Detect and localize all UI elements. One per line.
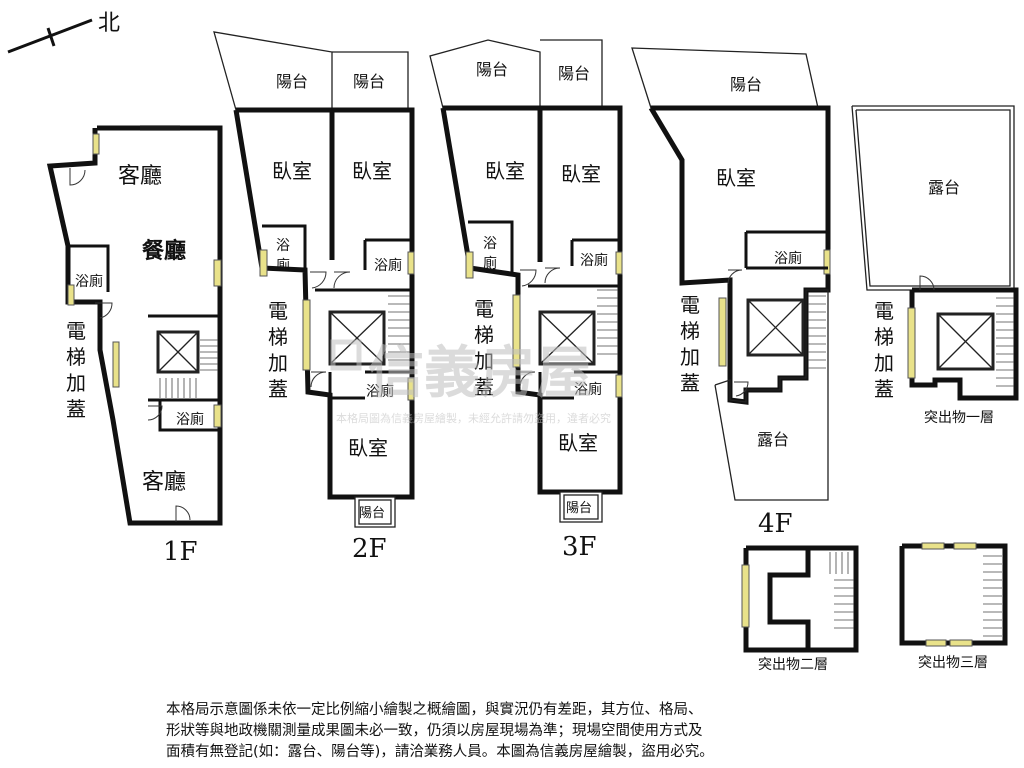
1f-dining-room: 餐廳 (142, 238, 186, 264)
1f-elevator-label: 電 梯 加 蓋 (66, 319, 86, 421)
svg-text:梯: 梯 (680, 319, 700, 343)
svg-text:梯: 梯 (66, 345, 86, 369)
3f-bathroom-right: 浴廁 (580, 252, 608, 269)
rooftop-level-2: 突出物二層 (741, 545, 859, 673)
compass: 北 (7, 11, 120, 54)
r1-terrace: 露台 (928, 178, 960, 197)
svg-text:電: 電 (680, 293, 700, 317)
disclaimer-notes: 本格局示意圖係未依一定比例縮小繪製之概繪圖，與實況仍有差距，其方位、格局、 形狀… (166, 700, 866, 763)
2f-balcony-front: 陽台 (359, 506, 385, 521)
1f-bathroom-2: 浴廁 (176, 411, 204, 428)
svg-text:蓋: 蓋 (66, 397, 86, 421)
3f-balcony-right: 陽台 (558, 64, 590, 83)
rooftop-level-3: 突出物三層 (899, 542, 1008, 671)
3f-elevator-label: 電 梯 加 蓋 (474, 297, 494, 399)
watermark-brand: 信義房屋 (368, 341, 592, 406)
svg-text:梯: 梯 (474, 323, 494, 347)
svg-text:廁: 廁 (483, 255, 497, 272)
r3-floor-label: 突出物三層 (918, 655, 988, 671)
svg-text:梯: 梯 (874, 325, 894, 349)
svg-text:電: 電 (874, 299, 894, 323)
svg-text:加: 加 (268, 351, 288, 375)
2f-bedroom-right: 臥室 (352, 159, 392, 183)
4f-bedroom: 臥室 (716, 166, 756, 190)
3f-bathroom-lower: 浴廁 (574, 381, 602, 398)
4f-floor-label: 4F (758, 509, 793, 539)
floor-3f: 陽台 陽台 臥室 臥室 浴 廁 浴廁 電 梯 加 蓋 浴廁 臥室 陽台 3F (429, 39, 623, 562)
svg-text:蓋: 蓋 (268, 377, 288, 401)
watermark-line: 本格局圖為信義房屋繪製，未經允許請勿盜用，違者必究 (336, 411, 611, 425)
4f-terrace: 露台 (757, 430, 789, 449)
2f-bathroom-right: 浴廁 (374, 257, 402, 274)
1f-floor-label: 1F (163, 537, 198, 567)
svg-text:浴: 浴 (276, 238, 290, 254)
4f-balcony: 陽台 (730, 75, 762, 94)
3f-floor-label: 3F (562, 532, 597, 562)
disclaimer-line-3: 面積有無登記(如：露台、陽台等)，請洽業務人員。本圖為信義房屋繪製，盜用必究。 (166, 744, 714, 760)
svg-text:蓋: 蓋 (474, 375, 494, 399)
3f-balcony-front: 陽台 (566, 501, 592, 516)
3f-balcony-left: 陽台 (476, 60, 508, 79)
r1-floor-label: 突出物一層 (924, 410, 994, 426)
svg-text:蓋: 蓋 (680, 371, 700, 395)
2f-bedroom-left: 臥室 (272, 159, 312, 183)
svg-text:浴: 浴 (483, 236, 497, 252)
3f-bathroom-left: 浴 廁 (483, 236, 497, 272)
2f-bathroom-lower: 浴廁 (366, 383, 394, 400)
2f-elevator-label: 電 梯 加 蓋 (268, 299, 288, 401)
svg-text:加: 加 (474, 349, 494, 373)
svg-text:電: 電 (66, 319, 86, 343)
4f-bathroom: 浴廁 (774, 250, 802, 267)
watermark: 信義房屋 本格局圖為信義房屋繪製，未經允許請勿盜用，違者必究 (330, 339, 611, 425)
r2-floor-label: 突出物二層 (758, 657, 828, 673)
1f-living-room-bottom: 客廳 (142, 470, 186, 495)
brand-logo-icon (330, 339, 362, 371)
svg-text:電: 電 (474, 297, 494, 321)
2f-bathroom-left: 浴 廁 (276, 238, 290, 274)
2f-bedroom-lower: 臥室 (348, 436, 388, 460)
4f-elevator-label: 電 梯 加 蓋 (680, 293, 700, 395)
1f-bathroom: 浴廁 (75, 273, 103, 290)
rooftop-level-1: 露台 電 梯 加 蓋 突出物一層 (851, 105, 1019, 426)
1f-living-room-top: 客廳 (118, 164, 162, 189)
svg-text:廁: 廁 (276, 257, 290, 274)
svg-text:加: 加 (680, 345, 700, 369)
3f-bedroom-lower: 臥室 (558, 431, 598, 455)
disclaimer-line-2: 形狀等與地政機關測量成果圖未必一致，仍須以房屋現場為準；現場空間使用方式及 (166, 723, 703, 739)
floor-1f: 客廳 餐廳 浴廁 電 梯 加 蓋 浴廁 客廳 1F (46, 125, 223, 567)
disclaimer-line-1: 本格局示意圖係未依一定比例縮小繪製之概繪圖，與實況仍有差距，其方位、格局、 (166, 702, 703, 718)
svg-text:加: 加 (66, 371, 86, 395)
svg-text:加: 加 (874, 351, 894, 375)
floor-4f: 陽台 臥室 浴廁 電 梯 加 蓋 露台 4F (631, 47, 831, 539)
floor-2f: 陽台 陽台 臥室 臥室 浴 廁 浴廁 電 梯 加 蓋 浴廁 臥室 陽台 2F (213, 31, 415, 564)
2f-balcony-right: 陽台 (353, 72, 385, 91)
2f-balcony-left: 陽台 (276, 72, 308, 91)
svg-text:梯: 梯 (268, 325, 288, 349)
2f-floor-label: 2F (352, 534, 387, 564)
3f-bedroom-right: 臥室 (561, 162, 601, 186)
r1-elevator-label: 電 梯 加 蓋 (874, 299, 894, 401)
svg-text:蓋: 蓋 (874, 377, 894, 401)
svg-text:電: 電 (268, 299, 288, 323)
3f-bedroom-left: 臥室 (485, 159, 525, 183)
compass-north-label: 北 (98, 11, 120, 36)
